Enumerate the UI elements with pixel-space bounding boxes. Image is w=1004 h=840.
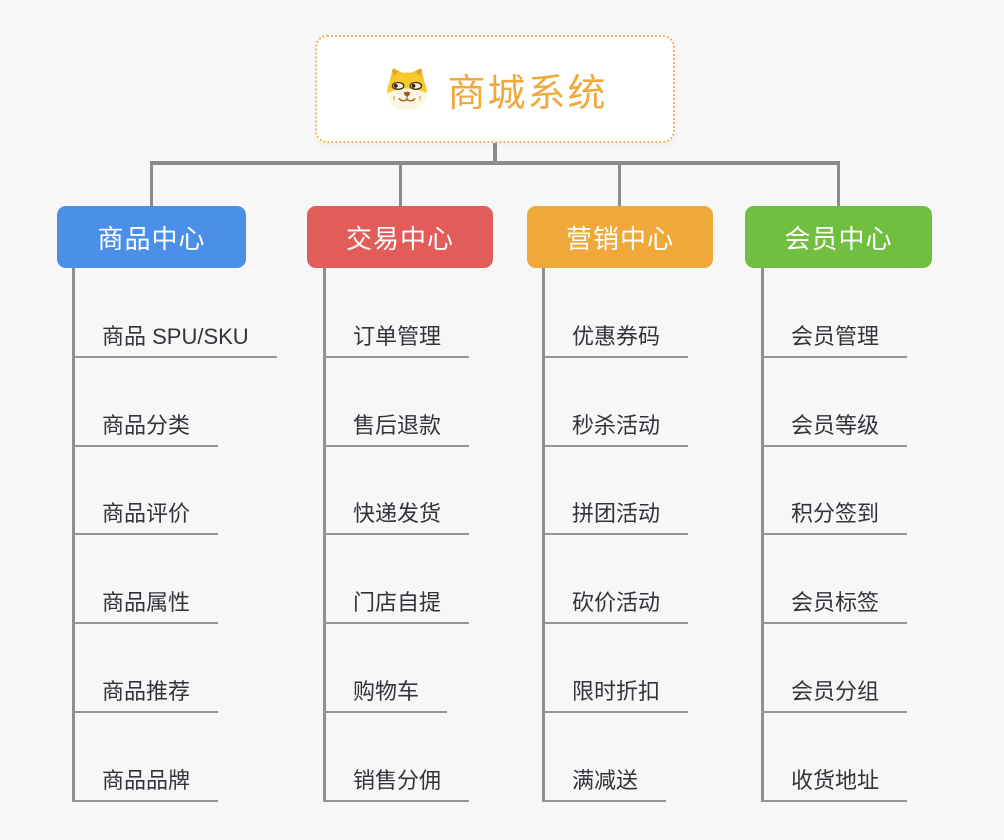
topic-item[interactable]: 商品品牌 — [72, 768, 219, 802]
branch-label: 会员中心 — [784, 223, 893, 254]
topic-item[interactable]: 快递发货 — [323, 501, 470, 535]
connector-drop-member — [837, 163, 840, 206]
topic-item[interactable]: 会员分组 — [761, 679, 908, 713]
connector-horizontal-rail — [150, 161, 840, 165]
branch-stem-marketing — [542, 268, 545, 802]
root-topic-title: 商城系统 — [447, 72, 608, 115]
branch-label: 营销中心 — [565, 223, 674, 254]
topic-item[interactable]: 购物车 — [323, 679, 448, 713]
branch-label: 商品中心 — [97, 223, 206, 254]
branch-header-trade-center[interactable]: 交易中心 — [307, 206, 493, 268]
topic-item[interactable]: 积分签到 — [761, 501, 908, 535]
topic-item[interactable]: 商品分类 — [72, 413, 219, 447]
topic-item[interactable]: 秒杀活动 — [542, 413, 689, 447]
topic-item[interactable]: 拼团活动 — [542, 501, 689, 535]
topic-item[interactable]: 限时折扣 — [542, 679, 689, 713]
connector-drop-product — [150, 163, 153, 206]
branch-header-product-center[interactable]: 商品中心 — [57, 206, 246, 268]
topic-item[interactable]: 商品评价 — [72, 501, 219, 535]
branch-label: 交易中心 — [345, 223, 454, 254]
topic-item[interactable]: 售后退款 — [323, 413, 470, 447]
branch-stem-product — [72, 268, 75, 802]
branch-header-marketing-center[interactable]: 营销中心 — [527, 206, 713, 268]
connector-drop-trade — [399, 163, 402, 206]
connector-root-stem — [493, 142, 497, 163]
topic-item[interactable]: 商品属性 — [72, 590, 219, 624]
branch-stem-trade — [323, 268, 326, 802]
topic-item[interactable]: 满减送 — [542, 768, 667, 802]
topic-item[interactable]: 会员管理 — [761, 324, 908, 358]
topic-item[interactable]: 砍价活动 — [542, 590, 689, 624]
topic-item[interactable]: 会员等级 — [761, 413, 908, 447]
branch-stem-member — [761, 268, 764, 802]
connector-drop-marketing — [618, 163, 621, 206]
topic-item[interactable]: 收货地址 — [761, 768, 908, 802]
topic-item[interactable]: 优惠券码 — [542, 324, 689, 358]
root-topic[interactable]: 商城系统 — [315, 35, 675, 143]
topic-item[interactable]: 商品推荐 — [72, 679, 219, 713]
shiba-dog-icon — [387, 68, 428, 110]
topic-item[interactable]: 订单管理 — [323, 324, 470, 358]
topic-item[interactable]: 门店自提 — [323, 590, 470, 624]
branch-header-member-center[interactable]: 会员中心 — [745, 206, 932, 268]
topic-item[interactable]: 会员标签 — [761, 590, 908, 624]
topic-item[interactable]: 商品 SPU/SKU — [72, 324, 277, 358]
topic-item[interactable]: 销售分佣 — [323, 768, 470, 802]
